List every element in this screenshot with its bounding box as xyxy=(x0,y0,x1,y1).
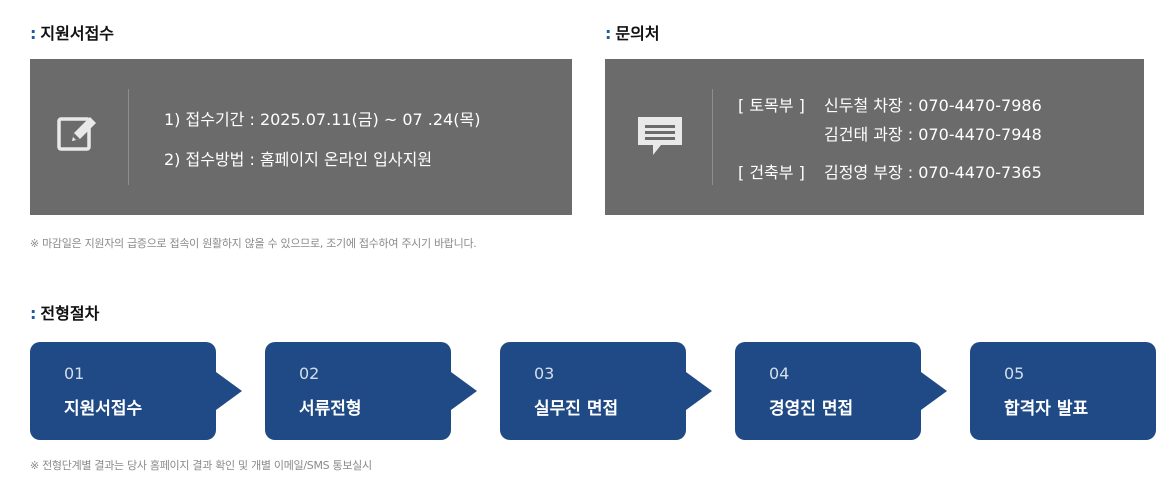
title-colon: : xyxy=(30,304,37,323)
application-method: 2) 접수방법 : 홈페이지 온라인 입사지원 xyxy=(164,150,433,169)
step-number: 02 xyxy=(299,364,320,383)
edit-document-icon xyxy=(57,117,96,151)
arch-contact-1: 김정영 부장 : 070-4470-7365 xyxy=(824,163,1042,182)
application-period: 1) 접수기간 : 2025.07.11(금) ~ 07 .24(목) xyxy=(164,110,481,129)
contact-info-box: [ 토목부 ] 신두철 차장 : 070-4470-7986 김건태 과장 : … xyxy=(605,59,1144,215)
step-label: 경영진 면접 xyxy=(769,399,854,419)
step-label: 지원서접수 xyxy=(64,399,143,419)
process-step-5: 05 합격자 발표 xyxy=(970,342,1156,440)
chat-bubble-icon xyxy=(638,117,682,155)
step-arrow-icon xyxy=(216,372,242,410)
step-label: 실무진 면접 xyxy=(534,399,619,419)
step-label: 합격자 발표 xyxy=(1004,399,1089,419)
contact-section-title: :문의처 xyxy=(605,20,660,44)
contact-title-text: 문의처 xyxy=(615,24,660,43)
step-number: 05 xyxy=(1004,364,1025,383)
title-colon: : xyxy=(605,24,612,43)
process-step-4: 04 경영진 면접 xyxy=(735,342,921,440)
vertical-divider xyxy=(128,89,129,185)
civil-contact-2: 김건태 과장 : 070-4470-7948 xyxy=(824,125,1042,144)
step-arrow-icon xyxy=(686,372,712,410)
step-number: 01 xyxy=(64,364,85,383)
application-info-box: 1) 접수기간 : 2025.07.11(금) ~ 07 .24(목) 2) 접… xyxy=(30,59,572,215)
arch-dept-label: [ 건축부 ] xyxy=(738,163,805,182)
title-colon: : xyxy=(30,24,37,43)
step-arrow-icon xyxy=(921,372,947,410)
application-title-text: 지원서접수 xyxy=(40,24,115,43)
step-label: 서류전형 xyxy=(299,399,362,419)
process-step-1: 01 지원서접수 xyxy=(30,342,216,440)
civil-dept-label: [ 토목부 ] xyxy=(738,96,805,115)
application-note: ※ 마감일은 지원자의 급증으로 접속이 원활하지 않을 수 있으므로, 조기에… xyxy=(30,237,477,250)
process-note: ※ 전형단계별 결과는 당사 홈페이지 결과 확인 및 개별 이메일/SMS 통… xyxy=(30,459,372,472)
application-section-title: :지원서접수 xyxy=(30,20,114,44)
process-title-text: 전형절차 xyxy=(40,304,100,323)
step-number: 04 xyxy=(769,364,790,383)
civil-contact-1: 신두철 차장 : 070-4470-7986 xyxy=(824,96,1042,115)
step-arrow-icon xyxy=(451,372,477,410)
process-step-3: 03 실무진 면접 xyxy=(500,342,686,440)
process-step-2: 02 서류전형 xyxy=(265,342,451,440)
process-section-title: :전형절차 xyxy=(30,300,99,324)
vertical-divider xyxy=(712,89,713,185)
step-number: 03 xyxy=(534,364,555,383)
